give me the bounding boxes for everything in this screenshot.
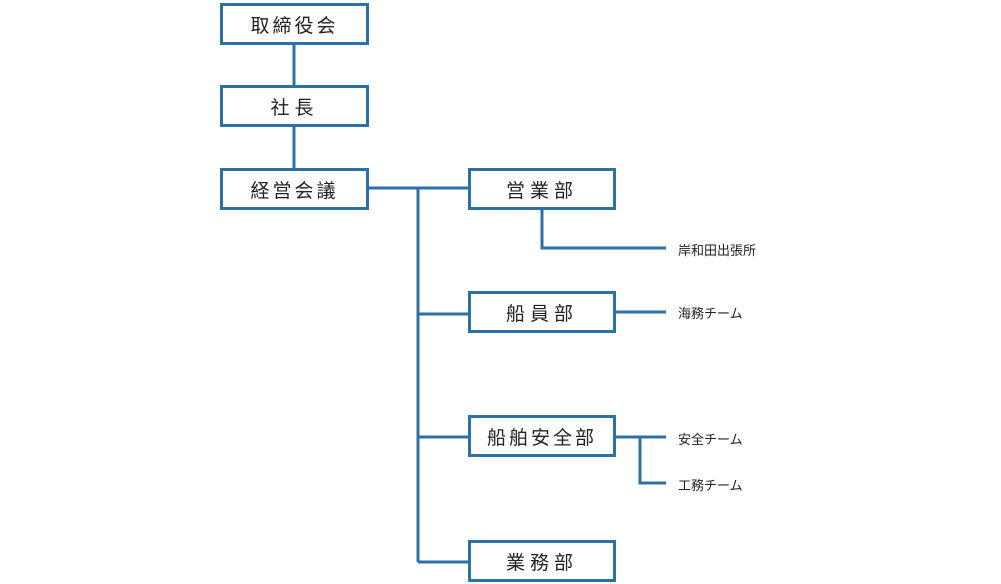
board-of-directors-box: 取締役会 xyxy=(220,3,369,45)
management-meeting-box: 経営会議 xyxy=(220,168,369,210)
safety-team-label: 安全チーム xyxy=(678,433,743,448)
ship-safety-dept-box: 船舶安全部 xyxy=(468,415,616,457)
crew-dept-box: 船員部 xyxy=(468,291,616,333)
kishiwada-office-label: 岸和田出張所 xyxy=(678,244,757,259)
business-dept-box: 業務部 xyxy=(468,540,616,582)
president-box: 社長 xyxy=(220,85,369,127)
marine-team-label: 海務チーム xyxy=(678,307,743,322)
sales-dept-box: 営業部 xyxy=(468,168,616,210)
connector-sales-kishiwada xyxy=(540,209,666,250)
engineering-team-label: 工務チーム xyxy=(678,479,743,494)
connector-engineering-team xyxy=(638,437,666,485)
